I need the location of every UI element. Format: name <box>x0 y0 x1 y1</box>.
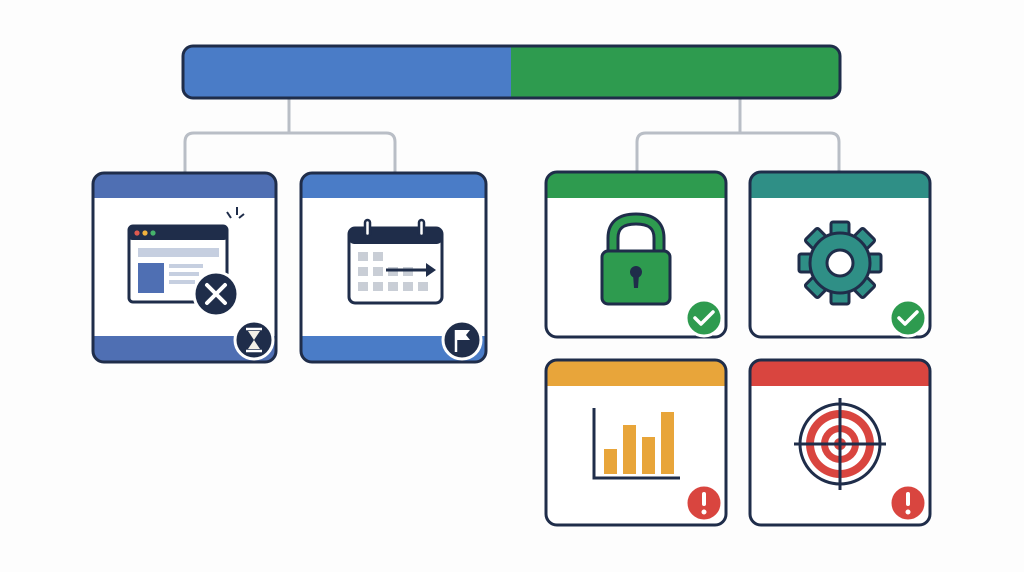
gear-icon <box>797 220 883 306</box>
flag-icon <box>441 319 483 361</box>
target-icon <box>794 398 886 490</box>
card-header-strip <box>301 173 486 198</box>
card-header-strip <box>750 172 930 198</box>
calendar-arrow-icon <box>347 218 444 305</box>
card-security <box>544 170 728 339</box>
top-bar-outline <box>181 44 842 100</box>
card-schedule <box>299 171 488 364</box>
top-bar-right-segment <box>511 46 840 98</box>
connector-lines <box>183 98 841 173</box>
card-blocked-page <box>91 171 278 364</box>
card-header-strip <box>93 173 276 198</box>
connector-right <box>635 98 841 172</box>
x-circle-icon <box>192 270 240 318</box>
card-settings <box>748 170 932 339</box>
hourglass-icon <box>233 319 275 361</box>
card-header-strip <box>546 172 726 198</box>
card-header-strip <box>750 360 930 386</box>
alert-circle-icon <box>888 483 928 523</box>
check-circle-icon <box>684 298 724 338</box>
card-target <box>748 358 932 527</box>
bar-chart-icon <box>592 408 680 480</box>
check-circle-icon <box>888 298 928 338</box>
padlock-icon <box>600 212 672 306</box>
card-analytics <box>544 358 728 527</box>
card-header-strip <box>546 360 726 386</box>
connector-left <box>183 98 397 173</box>
alert-circle-icon <box>684 483 724 523</box>
top-bar <box>181 44 842 100</box>
top-bar-left-segment <box>183 46 511 98</box>
